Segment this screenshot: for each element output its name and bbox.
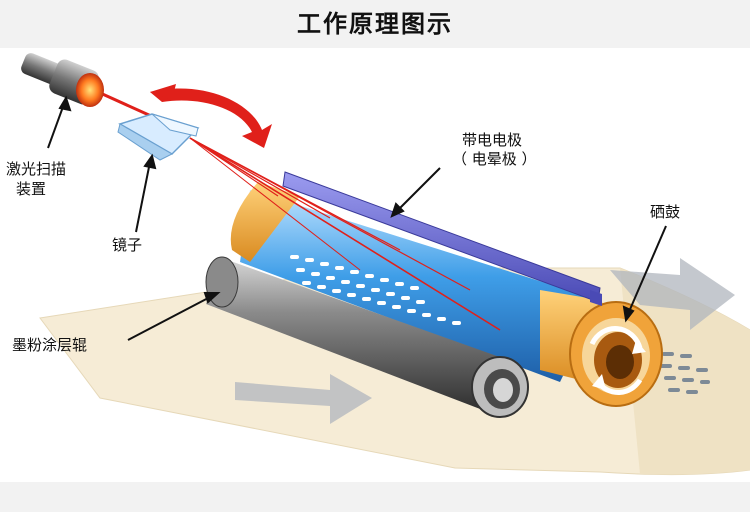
footer-bar	[0, 482, 750, 512]
rotating-mirror	[118, 114, 198, 160]
charge-electrode-label-line2: （ 电晕极 ）	[452, 150, 537, 168]
toner-roller-label: 墨粉涂层辊	[12, 336, 87, 354]
drum-label: 硒鼓	[650, 203, 680, 221]
charge-electrode-label: 带电电极	[462, 131, 522, 149]
laser-scanner-label: 激光扫描	[6, 160, 66, 178]
laser-scanner-label-line2: 装置	[16, 180, 46, 198]
laser-scanner-device	[19, 51, 104, 107]
mirror-label: 镜子	[112, 236, 142, 254]
